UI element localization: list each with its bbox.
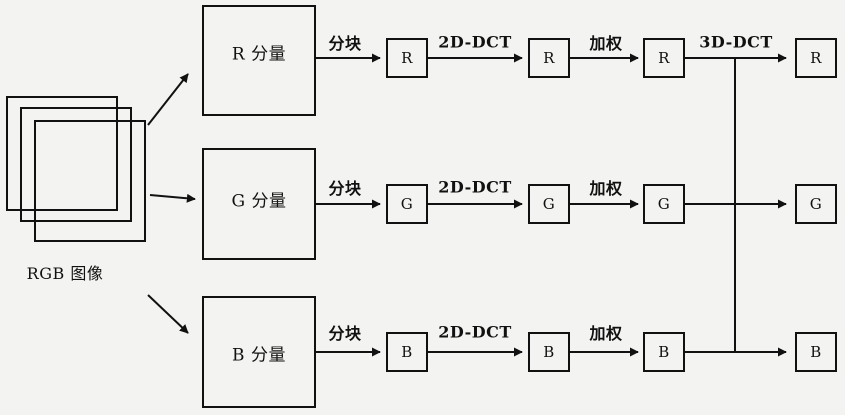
b-block-dct-label: B [543, 343, 555, 361]
r-block-output-label: R [810, 49, 822, 67]
g-block-dct-label: G [543, 195, 555, 213]
b-block-output-label: B [810, 343, 822, 361]
b-block-weighted-label: B [658, 343, 670, 361]
dct3d-label: 3D-DCT [699, 33, 772, 52]
dct2d-label-b: 2D-DCT [438, 323, 511, 342]
weight-label-b: 加权 [589, 320, 622, 344]
split-label-g: 分块 [328, 175, 361, 199]
g-component-label: G 分量 [232, 187, 287, 212]
weight-label-g: 加权 [589, 175, 622, 199]
split-label-b: 分块 [328, 320, 361, 344]
rgb-frame-back [7, 97, 117, 210]
b-block-split-label: B [401, 343, 413, 361]
r-block-weighted-label: R [658, 49, 670, 67]
arrow-image-to-r [148, 74, 188, 125]
r-block-dct-label: R [543, 49, 555, 67]
g-block-weighted-label: G [658, 195, 670, 213]
r-component-label: R 分量 [232, 40, 286, 65]
dct2d-label-r: 2D-DCT [438, 33, 511, 52]
split-label-r: 分块 [328, 30, 361, 54]
dct2d-label-g: 2D-DCT [438, 178, 511, 197]
g-block-output-label: G [810, 195, 822, 213]
rgb-frame-front [35, 121, 145, 241]
r-block-split-label: R [401, 49, 413, 67]
arrow-image-to-g [150, 195, 195, 199]
weight-label-r: 加权 [589, 30, 622, 54]
rgb-image-label: RGB 图像 [27, 260, 104, 284]
arrow-image-to-b [148, 295, 188, 333]
g-block-split-label: G [401, 195, 413, 213]
rgb-frame-mid [21, 108, 131, 221]
b-component-label: B 分量 [232, 341, 286, 366]
